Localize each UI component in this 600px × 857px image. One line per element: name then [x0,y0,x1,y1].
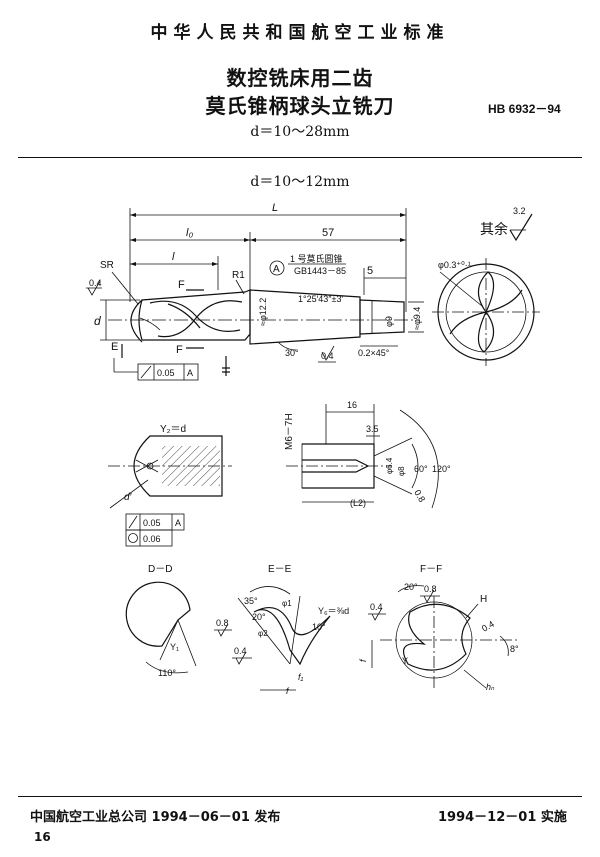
footer-rule [18,796,582,797]
tol-row2-value: 0.06 [143,534,161,544]
dim-L: L [272,202,278,214]
footer-publisher: 中国航空工业总公司 1994－06－01 发布 [30,810,281,825]
end-view: φ0.3⁺⁰·¹ [432,258,540,366]
label-F-top: F [178,279,185,291]
ff-angle-20: 20° [404,582,418,592]
dim-3-5: 3.5 [366,424,379,434]
dim-l: l [172,251,175,263]
rough-0-4-a: 0.4 [89,278,102,288]
angle-10: 10° [312,622,326,632]
dia-9: φ9 [384,316,394,327]
section-subtitle: d＝10～12mm [250,174,350,190]
chamfer: 0.2×45° [358,348,390,358]
ball-detail: Y₂＝d d′ 0.05 A 0.06 [108,424,232,547]
standard-code: HB 6932－94 [488,102,561,116]
header-rule [18,157,582,158]
ee-rough-0-4: 0.4 [234,646,247,656]
label-y2: Y₂＝d [160,424,186,435]
runout-value: 0.05 [157,368,175,378]
label-phi1: φ1 [282,599,292,608]
dia-6-4: φ6.4 [385,457,394,474]
tol-row1-datum: A [175,518,181,528]
label-R1: R1 [232,270,245,281]
callout-A: A [273,264,280,275]
section-ff-title: F－F [420,564,442,575]
label-f: f [286,686,290,696]
roughness-label: 其余 [480,221,508,237]
label-F-bot: F [176,344,183,356]
section-ee-title: E－E [268,564,292,575]
taper-angle: 1°25′43″±3′ [298,294,343,304]
dim-l2: (L2) [350,498,366,508]
angle-30: 30° [285,348,299,358]
ff-label-f: f [358,658,368,662]
label-dprime: d′ [124,492,133,503]
title-line1: 数控铣床用二齿 [226,66,374,90]
rough-0-4-b: 0.4 [321,351,334,361]
section-ee: E－E 35° 20° φ1 φ2 Y₆＝⅜d 10° 0.8 0.4 f₁ f [214,564,349,696]
title-range: d＝10～28mm [250,124,350,140]
dim-16: 16 [347,400,357,410]
footer-effective: 1994－12－01 实施 [438,810,567,825]
label-f1: f₁ [298,672,304,682]
end-view-dia: φ0.3⁺⁰·¹ [438,260,471,270]
dim-5: 5 [367,265,373,277]
center-detail: 16 3.5 M6－7H (L2) φ6.4 φ8 60° 120° 0.8 [284,400,451,509]
label-E: E [111,341,118,353]
label-Y: Y [402,656,408,666]
runout-datum: A [187,368,193,378]
center-rough: 0.8 [412,488,427,504]
dim-l0: l₀ [186,227,193,239]
thread: M6－7H [284,413,295,450]
label-SR: SR [100,260,114,271]
tol-row1-value: 0.05 [143,518,161,528]
label-H: H [480,594,487,605]
dim-57: 57 [322,227,334,239]
label-y1: Y₁ [170,642,179,652]
angle-20: 20° [252,612,266,622]
dia-8: φ8 [397,466,406,476]
angle-60: 60° [414,464,428,474]
title-line2: 莫氏锥柄球头立铣刀 [205,94,395,118]
roughness-note: 其余 3.2 [480,206,533,242]
morse-line2: GB1443－85 [294,266,346,276]
angle-8: 8° [510,644,519,654]
ff-rough-0-4-b: 0.4 [480,619,496,634]
angle-35: 35° [244,596,258,606]
angle-110: 110° [158,668,176,678]
page-number: 16 [34,830,51,844]
section-dd-title: D－D [148,564,172,575]
section-dd: D－D Y₁ 110° [125,564,197,678]
ff-rough-0-4-a: 0.4 [370,602,383,612]
main-view: L l₀ 57 l 5 d [86,202,424,381]
label-phi2: φ2 [258,629,268,638]
label-y6: Y₆＝⅜d [318,606,349,616]
dim-d: d [94,314,101,328]
ff-rough-0-8: 0.8 [424,584,437,594]
roughness-value: 3.2 [513,206,526,216]
section-ff: F－F 20° 0.8 0.4 0.4 H Y f hₙ 8° [358,564,520,692]
morse-line1: 1 号莫氏圆锥 [290,253,343,264]
dia-9-4: ≈φ9.4 [412,307,422,330]
ee-rough-0-8: 0.8 [216,618,229,628]
standard-name: 中华人民共和国航空工业标准 [150,23,450,43]
dia-12-2: ≈φ12.2 [258,298,268,326]
angle-120: 120° [432,464,451,474]
label-hn: hₙ [486,682,495,692]
